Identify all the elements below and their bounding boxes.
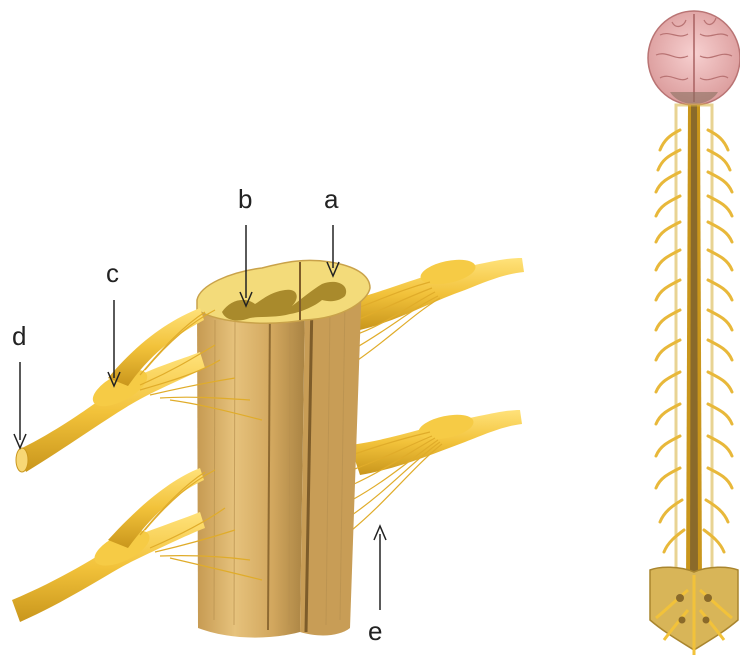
label-d: d xyxy=(12,321,26,351)
right-spinal-nerves xyxy=(350,255,524,530)
sacral-plexus xyxy=(650,567,738,655)
label-a: a xyxy=(324,184,339,214)
spinal-cord-section-illustration: a b c d e xyxy=(12,184,524,646)
label-e: e xyxy=(368,616,382,646)
spinal-cord-body xyxy=(197,260,370,637)
spinal-column xyxy=(676,105,712,590)
label-c: c xyxy=(106,258,119,288)
label-e-group: e xyxy=(368,526,386,646)
label-b: b xyxy=(238,184,252,214)
brain-icon xyxy=(648,11,740,105)
brain-and-spinal-cord-illustration xyxy=(648,11,740,655)
label-d-group: d xyxy=(12,321,26,448)
